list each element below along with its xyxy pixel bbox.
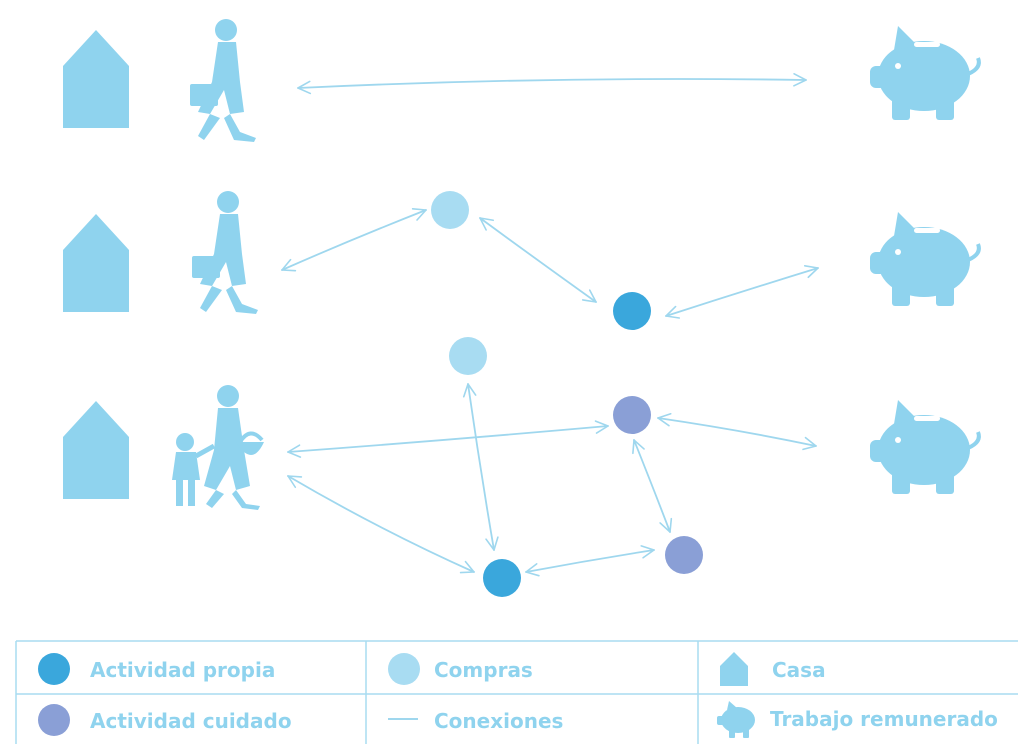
house-icon bbox=[63, 214, 129, 312]
care-activity-legend-swatch bbox=[38, 704, 70, 736]
connection-arrow bbox=[287, 420, 609, 458]
walking-woman-with-briefcase-icon bbox=[190, 19, 256, 142]
connection-arrow bbox=[297, 73, 807, 95]
connection-arrows bbox=[281, 73, 819, 577]
care-activity-node bbox=[665, 536, 703, 574]
connection-arrow bbox=[462, 383, 499, 551]
house-legend-icon bbox=[720, 652, 748, 686]
piggy-bank-icon bbox=[868, 210, 981, 308]
row-3 bbox=[63, 385, 981, 510]
connection-arrow bbox=[525, 545, 655, 577]
care-activity-node bbox=[613, 396, 651, 434]
legend-table bbox=[15, 640, 1018, 744]
piggy-bank-icon bbox=[868, 398, 981, 496]
house-icon bbox=[63, 30, 129, 128]
piggy-bank-icon bbox=[868, 24, 981, 122]
connection-arrow bbox=[287, 475, 475, 574]
shopping-node bbox=[431, 191, 469, 229]
connection-arrow bbox=[632, 439, 673, 533]
row-2 bbox=[63, 191, 981, 314]
walking-woman-with-briefcase-icon bbox=[192, 191, 258, 314]
house-icon bbox=[63, 401, 129, 499]
own-activity-legend-swatch bbox=[38, 653, 70, 685]
own-activity-node bbox=[483, 559, 521, 597]
connection-arrow bbox=[657, 413, 817, 451]
piggy-bank-legend-icon bbox=[717, 701, 755, 738]
connection-arrow bbox=[281, 208, 427, 272]
shopping-node bbox=[449, 337, 487, 375]
connection-arrow bbox=[665, 264, 819, 319]
activity-nodes bbox=[431, 191, 703, 597]
woman-with-child-and-basket-icon bbox=[172, 385, 264, 510]
own-activity-node bbox=[613, 292, 651, 330]
connection-arrow bbox=[479, 217, 597, 303]
shopping-legend-swatch bbox=[388, 653, 420, 685]
